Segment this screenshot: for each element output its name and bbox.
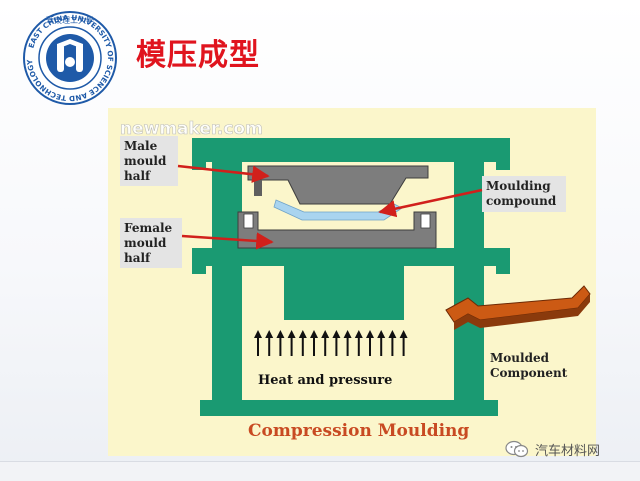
pressure-arrow	[298, 330, 307, 356]
pressure-arrow	[388, 330, 397, 356]
pressure-arrow	[332, 330, 341, 356]
press-right-column	[454, 162, 484, 414]
moulded-component-label: Moulded Component	[490, 351, 568, 380]
pressure-arrow	[265, 330, 274, 356]
heat-pressure-label: Heat and pressure	[258, 373, 392, 388]
pressure-arrow	[254, 330, 262, 356]
compound-label-box	[482, 176, 566, 212]
diagram-caption: Compression Moulding	[248, 421, 469, 441]
pressure-arrow	[377, 330, 386, 356]
slide-title: 模压成型	[136, 38, 260, 73]
logo-chinese-name: 華東理工大學	[46, 15, 94, 25]
female-mould-label-box	[120, 218, 182, 268]
compound-pointer	[378, 188, 483, 218]
male-mould-label-box	[120, 136, 178, 186]
pressure-arrow	[287, 330, 296, 356]
female-mould-half	[237, 211, 437, 249]
moulded-component-edge	[454, 294, 590, 330]
male-mould-pointer	[177, 164, 270, 183]
pressure-arrow	[366, 330, 374, 356]
wechat-icon	[505, 440, 529, 458]
press-frame	[192, 138, 510, 416]
pressure-arrow	[310, 330, 318, 356]
wechat-watermark: 汽车材料网	[505, 438, 600, 460]
university-logo: EAST CHINA UNIVERSITY OF SCIENCE AND TEC…	[23, 11, 117, 105]
pressure-arrow	[399, 330, 408, 356]
university-seal-icon	[42, 30, 98, 86]
pressure-arrow	[276, 330, 285, 356]
pressure-arrows	[254, 330, 408, 356]
female-mould-pointer	[181, 232, 274, 250]
guide-pin-left	[254, 180, 262, 196]
moulding-compound-label: Moulding compound	[486, 179, 557, 208]
watermark-text: 汽车材料网	[535, 443, 601, 459]
press-ram	[284, 266, 404, 320]
footer-bar	[0, 461, 640, 481]
press-platen	[192, 248, 510, 266]
pressure-arrow	[354, 330, 363, 356]
compression-moulding-diagram: newmaker.com Male mould half Female moul…	[108, 108, 596, 456]
press-left-column	[212, 162, 242, 414]
press-base	[200, 400, 498, 416]
pressure-arrow	[343, 330, 352, 356]
diagram-watermark: newmaker.com	[120, 119, 263, 139]
pressure-arrow	[321, 330, 330, 356]
male-mould-label: Male mould half	[124, 139, 171, 183]
female-mould-label: Female mould half	[124, 221, 176, 265]
press-top-beam	[192, 138, 510, 162]
